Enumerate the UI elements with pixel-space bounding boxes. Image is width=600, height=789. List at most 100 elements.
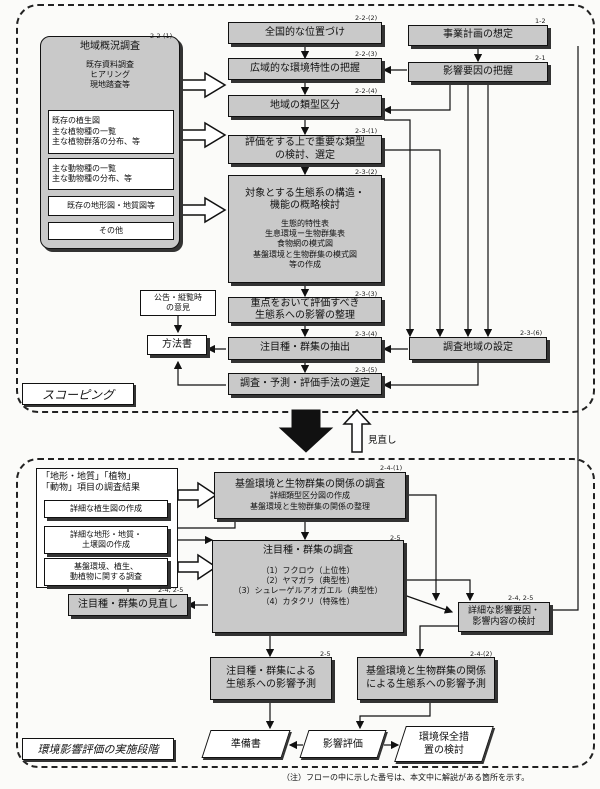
- impact-assessment-box: 影響評価: [299, 730, 387, 758]
- survey-results-title-1: 「地形・地質」「植物」: [41, 472, 136, 482]
- environment-community-detail-2: 基盤環境と生物群集の関係の整理: [250, 501, 370, 511]
- vegetation-data-line-1: 既存の植生図: [52, 116, 100, 126]
- impact-factor-ref: 2-1: [535, 54, 546, 62]
- survey-method-2: ヒアリング: [90, 69, 130, 79]
- vegetation-data-line-2: 主な植物種の一覧: [52, 126, 116, 136]
- environment-community-title: 基盤環境と生物群集の関係の調査: [235, 478, 385, 490]
- ecosystem-structure-ref: 2-3-(2): [355, 168, 378, 176]
- method-document-text: 方法書: [162, 338, 192, 350]
- key-impact-line-2: 生態系への影響の整理: [255, 310, 355, 321]
- impact-assessment-text: 影響評価: [323, 738, 363, 750]
- environment-community-ref: 2-4-(1): [380, 464, 403, 472]
- draft-document-box: 準備書: [201, 730, 291, 758]
- detailed-vegetation-map-box: 詳細な植生図の作成: [44, 500, 168, 518]
- species-item-4: （4）カタクリ（特殊性）: [261, 596, 355, 606]
- national-position-box: 全国的な位置づけ: [228, 22, 382, 44]
- method-selection-box: 調査・予測・評価手法の選定: [228, 373, 382, 395]
- implementation-phase-label-text: 環境影響評価の実施段階: [37, 743, 159, 756]
- method-selection-ref: 2-3-(5): [355, 366, 378, 374]
- detailed-impact-line-1: 詳細な影響要因・: [467, 605, 540, 616]
- detailed-topography-line-1: 詳細な地形・地質・: [70, 529, 142, 539]
- ecosystem-structure-line-2: 機能の概略検討: [270, 200, 340, 212]
- target-species-review-text: 注目種・群集の見直し: [78, 598, 178, 610]
- animal-data-box: 主な動物種の一覧 主な動物種の分布、等: [48, 158, 174, 190]
- area-typology-box: 地域の類型区分: [228, 95, 382, 117]
- impact-factor-text: 影響要因の把握: [443, 65, 513, 77]
- regional-survey-ref: 2-2-(1): [150, 32, 173, 40]
- species-impact-line-2: 生態系への影響予測: [226, 678, 316, 690]
- scoping-phase-label-text: スコーピング: [41, 387, 114, 402]
- public-opinion-line-1: 公告・縦覧時: [154, 293, 202, 302]
- important-type-ref: 2-3-(1): [355, 127, 378, 135]
- survey-method-1: 既存資料調査: [86, 59, 134, 69]
- conservation-measures-line-2: 置の検討: [424, 745, 464, 756]
- ecosystem-detail-4: 基盤環境と生物群集の模式図: [253, 249, 357, 259]
- survey-area-setting-text: 調査地域の設定: [443, 342, 513, 354]
- species-item-2: （2）ヤマガラ（典型性）: [261, 575, 355, 585]
- conservation-measures-line-1: 環境保全措: [419, 732, 469, 743]
- survey-method-3: 現地踏査等: [90, 80, 130, 90]
- vegetation-data-box: 既存の植生図 主な植物種の一覧 主な植物群落の分布、等: [48, 110, 174, 154]
- implementation-phase-frame: [16, 458, 595, 768]
- topographic-map-text: 既存の地形図・地質図等: [67, 200, 155, 210]
- key-impact-ref: 2-3-(3): [355, 290, 378, 298]
- ecosystem-detail-1: 生態的特性表: [281, 218, 329, 228]
- scoping-phase-label: スコーピング: [22, 383, 134, 405]
- national-position-text: 全国的な位置づけ: [265, 26, 345, 38]
- target-species-review-box: 注目種・群集の見直し: [68, 594, 188, 616]
- target-species-review-ref: 2-4, 2-5: [158, 586, 184, 594]
- regional-environment-ref: 2-2-(3): [355, 50, 378, 58]
- project-plan-text: 事業計画の想定: [443, 29, 513, 41]
- community-impact-line-1: 基盤環境と生物群集の関係: [366, 666, 486, 677]
- method-selection-text: 調査・予測・評価手法の選定: [240, 377, 370, 389]
- footnote: （注）フローの中に示した番号は、本文中に解説がある箇所を示す。: [282, 773, 530, 782]
- important-type-line-1: 評価をする上で重要な類型: [245, 137, 365, 148]
- species-impact-line-1: 注目種・群集による: [226, 666, 316, 677]
- topographic-map-box: 既存の地形図・地質図等: [48, 196, 174, 216]
- project-plan-ref: 1-2: [535, 17, 546, 25]
- key-impact-line-1: 重点をおいて評価すべき: [250, 297, 360, 309]
- target-species-survey-ref: 2-5: [390, 534, 401, 542]
- ecosystem-structure-line-1: 対象とする生態系の構造・: [245, 187, 365, 199]
- detailed-impact-line-2: 影響内容の検討: [472, 617, 536, 627]
- target-species-survey-box: 注目種・群集の調査 （1）フクロウ（上位性） （2）ヤマガラ（典型性） （3）シ…: [212, 540, 404, 633]
- important-type-line-2: の検討、選定: [275, 149, 335, 161]
- conservation-measures-text: 環境保全措 置の検討: [419, 731, 469, 757]
- species-impact-prediction-box: 注目種・群集による 生態系への影響予測: [210, 657, 332, 700]
- community-impact-ref: 2-4-(2): [470, 650, 493, 658]
- regional-environment-text: 広域的な環境特性の把握: [250, 62, 360, 74]
- community-impact-prediction-box: 基盤環境と生物群集の関係 による生態系への影響予測: [357, 657, 495, 700]
- target-species-extraction-box: 注目種・群集の抽出: [228, 337, 382, 360]
- environment-community-survey-box: 基盤環境と生物群集の関係の調査 詳細類型区分図の作成 基盤環境と生物群集の関係の…: [214, 472, 406, 519]
- conservation-measures-box: 環境保全措 置の検討: [394, 726, 494, 762]
- area-typology-ref: 2-2-(4): [355, 87, 378, 95]
- other-text: その他: [99, 225, 123, 235]
- environment-flora-fauna-survey-box: 基盤環境、植生、 動植物に関する調査: [44, 558, 168, 586]
- regional-environment-box: 広域的な環境特性の把握: [228, 58, 382, 80]
- national-position-ref: 2-2-(2): [355, 14, 378, 22]
- community-impact-line-2: による生態系への影響予測: [366, 678, 486, 690]
- target-species-extraction-text: 注目種・群集の抽出: [260, 342, 350, 354]
- review-label: 見直し: [368, 435, 397, 446]
- target-species-extraction-ref: 2-3-(4): [355, 330, 378, 338]
- detailed-topography-map-box: 詳細な地形・地質・ 土壌図の作成: [44, 526, 168, 554]
- method-document-box: 方法書: [147, 335, 207, 355]
- key-impact-arrangement-box: 重点をおいて評価すべき 生態系への影響の整理: [228, 297, 382, 323]
- important-type-selection-box: 評価をする上で重要な類型 の検討、選定: [228, 135, 382, 164]
- vegetation-data-line-3: 主な植物群落の分布、等: [52, 137, 140, 147]
- area-typology-text: 地域の類型区分: [270, 99, 340, 111]
- project-plan-box: 事業計画の想定: [408, 25, 548, 46]
- detailed-impact-factor-box: 詳細な影響要因・ 影響内容の検討: [458, 602, 550, 632]
- detailed-topography-line-2: 土壌図の作成: [82, 540, 130, 549]
- survey-results-title-2: 「動物」項目の調査結果: [41, 483, 141, 494]
- regional-survey-title: 地域概況調査: [80, 41, 140, 52]
- species-item-3: （3）シュレーゲルアオガエル（典型性）: [233, 586, 383, 596]
- environment-survey-line-1: 基盤環境、植生、: [74, 561, 138, 571]
- ecosystem-detail-3: 食物網の模式図: [277, 239, 333, 249]
- other-box: その他: [48, 222, 174, 240]
- ecosystem-detail-5: 等の作成: [289, 260, 321, 270]
- detailed-vegetation-map-text: 詳細な植生図の作成: [70, 503, 142, 513]
- environment-survey-line-2: 動植物に関する調査: [70, 572, 142, 581]
